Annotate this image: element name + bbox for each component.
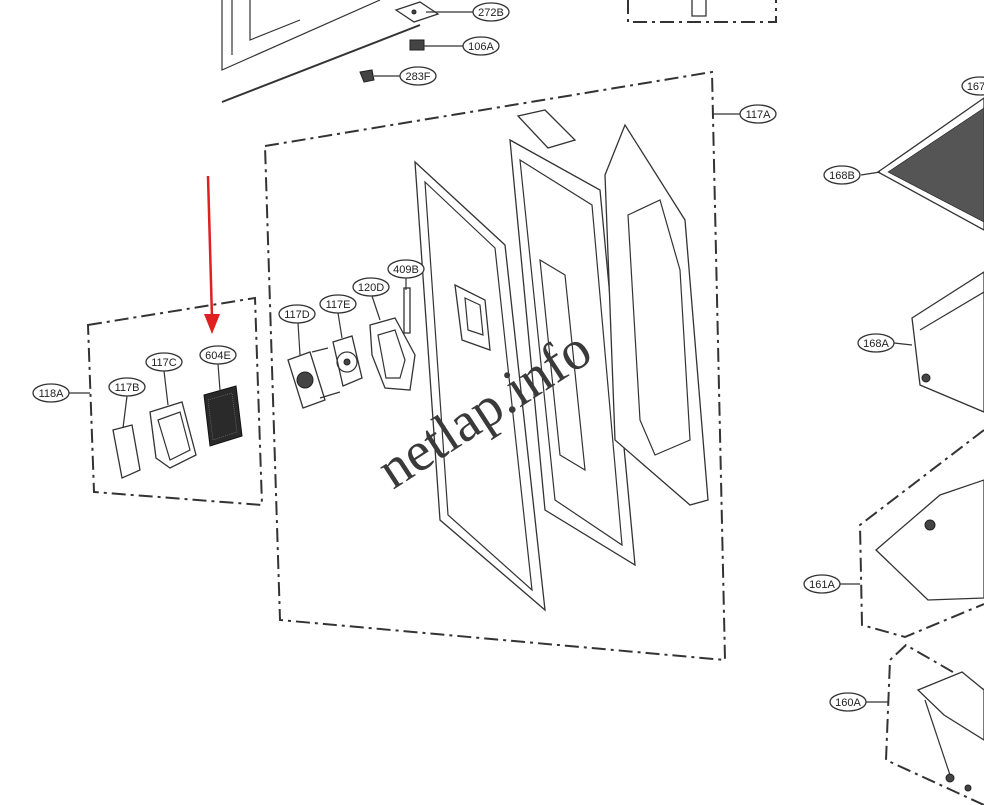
svg-text:120D: 120D [358,282,384,294]
svg-text:168A: 168A [863,338,889,350]
callout-117C: 117C [145,352,183,372]
svg-text:409B: 409B [393,264,419,276]
svg-text:117B: 117B [115,382,140,394]
callout-160A: 160A [829,692,867,712]
hinge-part-272B [394,1,440,23]
callout-283F: 283F [399,66,437,86]
callout-117B: 117B [108,377,146,397]
svg-text:161A: 161A [809,579,835,591]
fragment-top-center [627,0,777,23]
svg-text:118A: 118A [39,388,65,400]
housing-part-117C [149,401,197,469]
svg-text:160A: 160A [835,697,861,709]
filter-part-604E [203,385,243,447]
crisper-part-161A [875,479,984,601]
callout-118A: 118A [32,383,70,403]
gasket-part-frame [604,123,709,506]
strip-part-409B [403,287,411,334]
callout-168B: 168B [823,165,861,185]
drawer-part-160A [916,671,984,792]
svg-text:117A: 117A [746,109,772,121]
callout-168A: 168A [857,333,895,353]
fragment-top-center-part [691,0,707,17]
callout-161A: 161A [803,574,841,594]
assembly-boundary-117A [263,70,727,662]
red-arrow-indicator [204,175,220,334]
callout-604E: 604E [199,345,237,365]
callout-117D: 117D [278,304,316,324]
assembly-boundary-161A [858,429,984,639]
svg-text:604E: 604E [205,350,231,362]
panel-part-back-plate [414,160,546,612]
screw-part-283F [359,69,375,83]
svg-text:117D: 117D [284,309,310,321]
cabinet-fragment-top-left [221,0,421,103]
fan-part-117E [332,335,363,387]
callout-120D: 120D [352,277,390,297]
callout-106A: 106A [462,36,500,56]
screw-part-117D-upper [311,347,329,353]
svg-text:272B: 272B [478,7,504,19]
callout-167: 167 [961,76,984,96]
callout-117E: 117E [319,294,357,314]
shelf-part-168B [876,97,984,231]
panel-part-middle-frame [509,109,636,567]
drawer-part-168A [911,271,984,413]
callout-409B: 409B [387,259,425,279]
svg-text:117C: 117C [151,357,177,369]
screw-part-117D-lower [319,391,341,399]
svg-text:283F: 283F [405,71,430,83]
cap-part-106A [409,39,425,51]
svg-text:117E: 117E [326,299,351,311]
svg-text:168B: 168B [829,170,855,182]
plate-part-117B [112,424,141,479]
assembly-boundary-118A [86,296,264,507]
leader-lines [69,11,913,703]
svg-text:106A: 106A [468,41,494,53]
svg-text:167: 167 [967,81,984,93]
motor-plate-part-117D [287,351,326,409]
callout-117A: 117A [739,104,777,124]
callout-272B: 272B [472,2,510,22]
housing-part-120D [369,317,416,391]
